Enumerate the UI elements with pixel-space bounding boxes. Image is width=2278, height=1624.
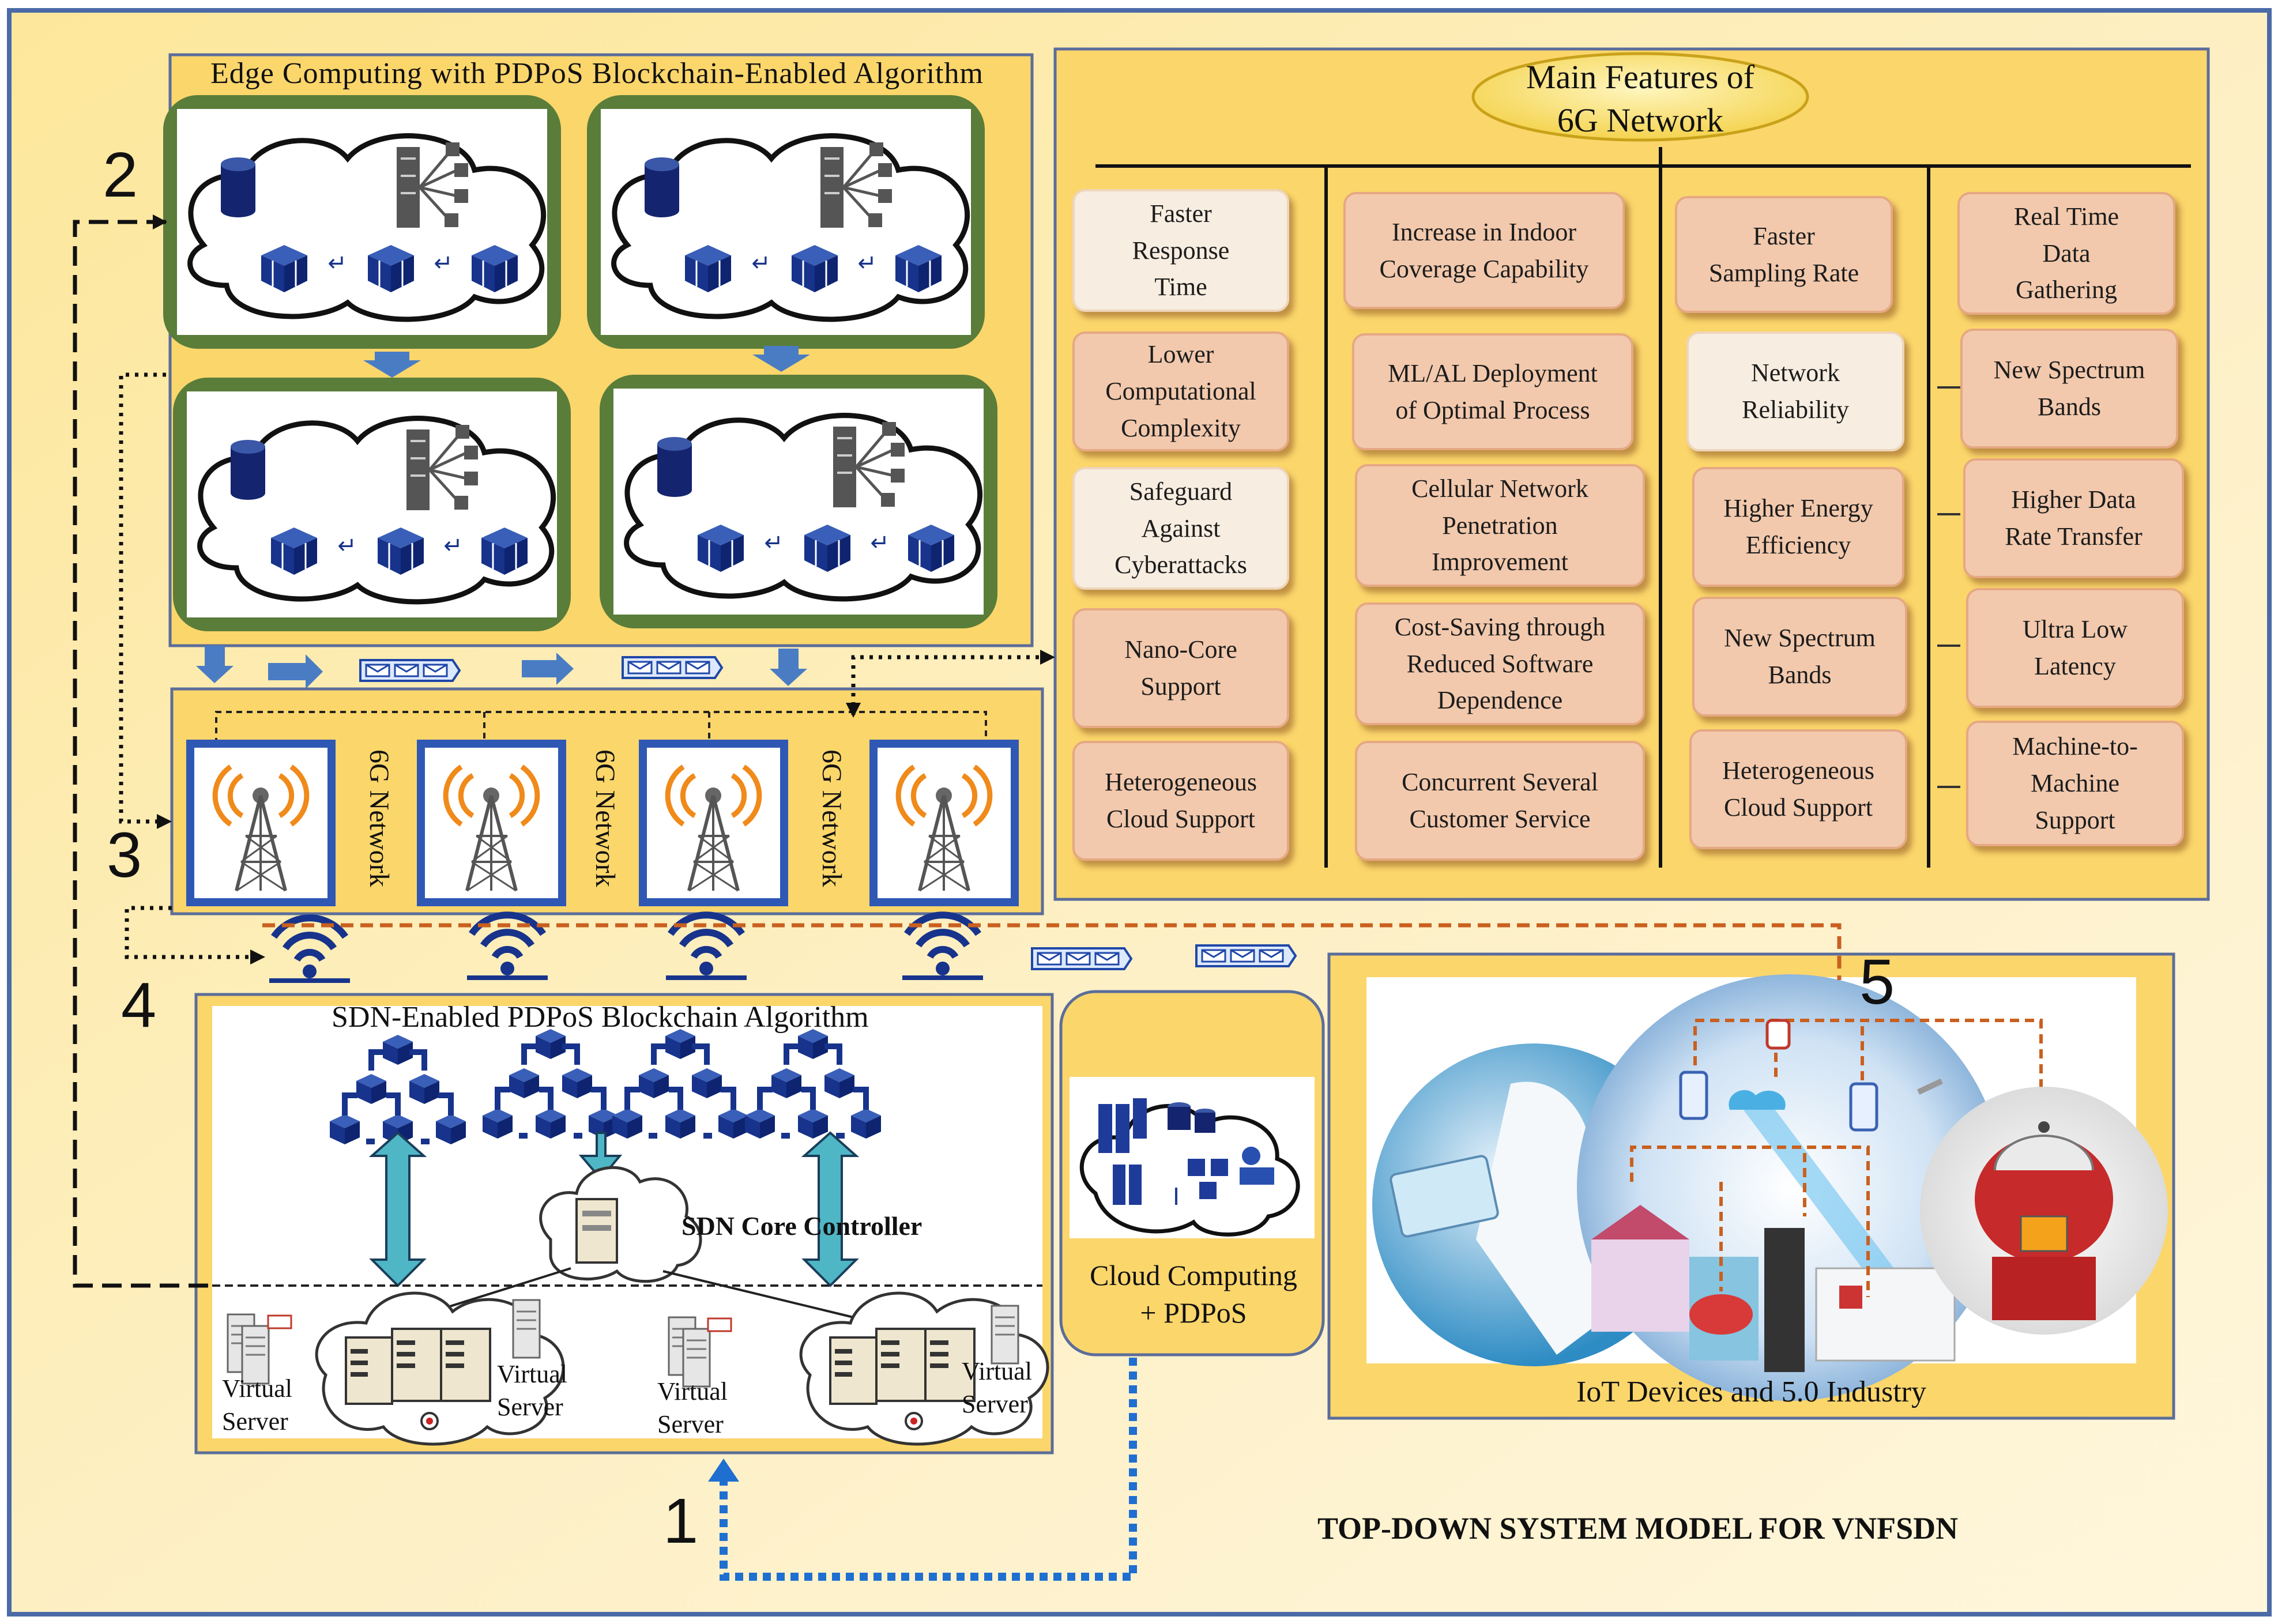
virtual-server-icon	[668, 1316, 732, 1388]
feature-indoor-coverage: Increase in Indoor Coverage Capability	[1343, 192, 1625, 309]
step-connectors	[73, 220, 1049, 1288]
step-number-1: 1	[663, 1486, 699, 1557]
features-title-line2: 6G Network	[1557, 101, 1724, 139]
feature-concurrent-customer-service: Concurrent Several Customer Service	[1355, 741, 1645, 861]
features-title-line1: Main Features of	[1526, 58, 1755, 96]
cell-tower-icon	[873, 744, 1015, 902]
edge-node-2	[587, 95, 985, 349]
feature-cellular-network-penetration: Cellular Network Penetration Improvement	[1355, 464, 1645, 587]
step-number-3: 3	[107, 820, 142, 891]
edge-node-4	[600, 375, 997, 628]
cell-tower-icon	[421, 744, 562, 902]
feature-lower-computational-complexity: Lower Computational Complexity	[1072, 331, 1289, 451]
edge-node-3	[173, 378, 571, 631]
feature-new-spectrum-bands: New Spectrum Bands	[1692, 597, 1907, 717]
data-packet-icon	[1195, 944, 1297, 967]
edge-panel-title: Edge Computing with PDPoS Blockchain-Ena…	[210, 57, 984, 90]
system-model-title: TOP-DOWN SYSTEM MODEL FOR VNFSDN	[1317, 1511, 1959, 1546]
feature-faster-sampling-rate: Faster Sampling Rate	[1675, 196, 1893, 313]
virtual-server-label: Virtual Server	[497, 1360, 567, 1422]
edge-node-1	[163, 95, 561, 349]
feature-machine-to-machine-support: Machine-to- Machine Support	[1966, 721, 2184, 846]
iot-panel-label: IoT Devices and 5.0 Industry	[1576, 1376, 1926, 1408]
feature-cost-saving: Cost-Saving through Reduced Software Dep…	[1355, 602, 1645, 725]
virtual-server-label: Virtual Server	[222, 1374, 292, 1436]
feature-higher-energy-efficiency: Higher Energy Efficiency	[1692, 467, 1904, 587]
blue-dotted-link	[720, 1358, 1137, 1581]
feature-ml-al-deployment: ML/AL Deployment of Optimal Process	[1352, 333, 1633, 450]
cloud-server-icon	[1079, 1098, 1300, 1237]
virtual-server-icon	[227, 1313, 292, 1385]
down-arrow-icons	[196, 346, 810, 686]
feature-safeguard-against-cyberattacks: Safeguard Against Cyberattacks	[1072, 467, 1289, 590]
step-number-5: 5	[1859, 947, 1895, 1018]
feature-heterogeneous-cloud-support: Heterogeneous Cloud Support	[1072, 741, 1289, 861]
sdn-core-controller	[415, 1166, 854, 1318]
data-packet-icon	[359, 659, 461, 682]
feature-ticks	[1937, 386, 1960, 788]
orange-dashed-link	[262, 923, 1842, 980]
cloud-computing-label: Cloud Computing + PDPoS	[1090, 1259, 1297, 1329]
6g-network-label: 6G Network	[816, 749, 847, 887]
feature-faster-response-time: Faster Response Time	[1072, 189, 1289, 312]
blue-arrowhead	[708, 1459, 739, 1482]
step-number-4: 4	[121, 970, 157, 1041]
cell-tower-icon	[190, 744, 332, 902]
features-title-ellipse	[1471, 52, 1809, 142]
sdn-core-controller-label: SDN Core Controller	[681, 1211, 923, 1241]
feature-higher-data-rate-transfer: Higher Data Rate Transfer	[1963, 458, 2184, 578]
6g-network-label: 6G Network	[590, 749, 620, 887]
cell-tower-icon	[643, 744, 784, 902]
feature-new-spectrum-bands-2: New Spectrum Bands	[1960, 329, 2178, 449]
6g-network-label: 6G Network	[364, 749, 394, 887]
feature-heterogeneous-cloud-support-2: Heterogeneous Cloud Support	[1689, 729, 1907, 849]
feature-real-time-data-gathering: Real Time Data Gathering	[1957, 192, 2175, 315]
data-packet-icon	[1031, 947, 1132, 970]
data-packet-icon	[622, 656, 723, 679]
connector-arrowheads	[153, 214, 1055, 964]
virtual-server-icon	[512, 1299, 541, 1359]
feature-network-reliability: Network Reliability	[1686, 331, 1904, 451]
sdn-panel-title: SDN-Enabled PDPoS Blockchain Algorithm	[332, 1001, 869, 1034]
step-number-2: 2	[103, 140, 138, 210]
feature-nano-core-support: Nano-Core Support	[1072, 608, 1289, 728]
right-arrow-icons	[268, 653, 574, 689]
virtual-server-label: Virtual Server	[657, 1377, 728, 1439]
virtual-server-label: Virtual Server	[962, 1357, 1032, 1419]
feature-ultra-low-latency: Ultra Low Latency	[1966, 588, 2184, 708]
